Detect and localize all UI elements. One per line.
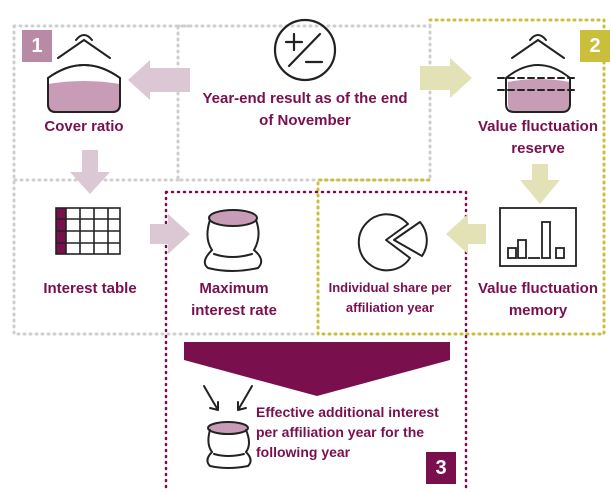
region-2-border (316, 18, 606, 336)
vf-memory-chart-icon (499, 207, 577, 267)
vf-memory-label: Value fluctuation memory (477, 280, 598, 319)
arrow-center-to-reserve (420, 58, 472, 98)
max-rate-sack-icon (203, 209, 263, 272)
pie-chart-icon (357, 213, 428, 272)
arrow-table-to-max (150, 214, 190, 254)
arrow-cover-to-table (70, 150, 110, 194)
interest-table-label: Interest table (43, 280, 137, 297)
badge-3: 3 (435, 457, 447, 479)
arrow-center-to-cover (128, 60, 190, 100)
individual-share-label: Individual share per affiliation year (328, 280, 452, 315)
arrow-down-big (184, 342, 450, 396)
interest-table-icon (55, 207, 121, 255)
region-center-border (176, 24, 432, 182)
cover-ratio-tank-icon (47, 34, 121, 113)
effective-label: Effective additional interest per affili… (256, 404, 439, 460)
vf-reserve-tank-icon (497, 34, 579, 113)
badge-1-bg (22, 30, 52, 62)
cover-ratio-label: Cover ratio (44, 118, 124, 135)
badge-2: 2 (589, 35, 601, 57)
badge-1: 1 (31, 35, 43, 57)
vf-reserve-label: Value fluctuation reserve (477, 118, 598, 157)
badge-3-bg (426, 452, 456, 484)
max-rate-label: Maximum interest rate (191, 280, 277, 319)
arrow-reserve-to-memory (520, 164, 560, 204)
effective-sack-icon (203, 385, 253, 469)
badge-2-bg (580, 30, 610, 62)
plus-minus-icon (273, 18, 337, 82)
arrow-memory-to-share (446, 214, 486, 254)
center-label: Year-end result as of the end of Novembe… (202, 90, 408, 129)
